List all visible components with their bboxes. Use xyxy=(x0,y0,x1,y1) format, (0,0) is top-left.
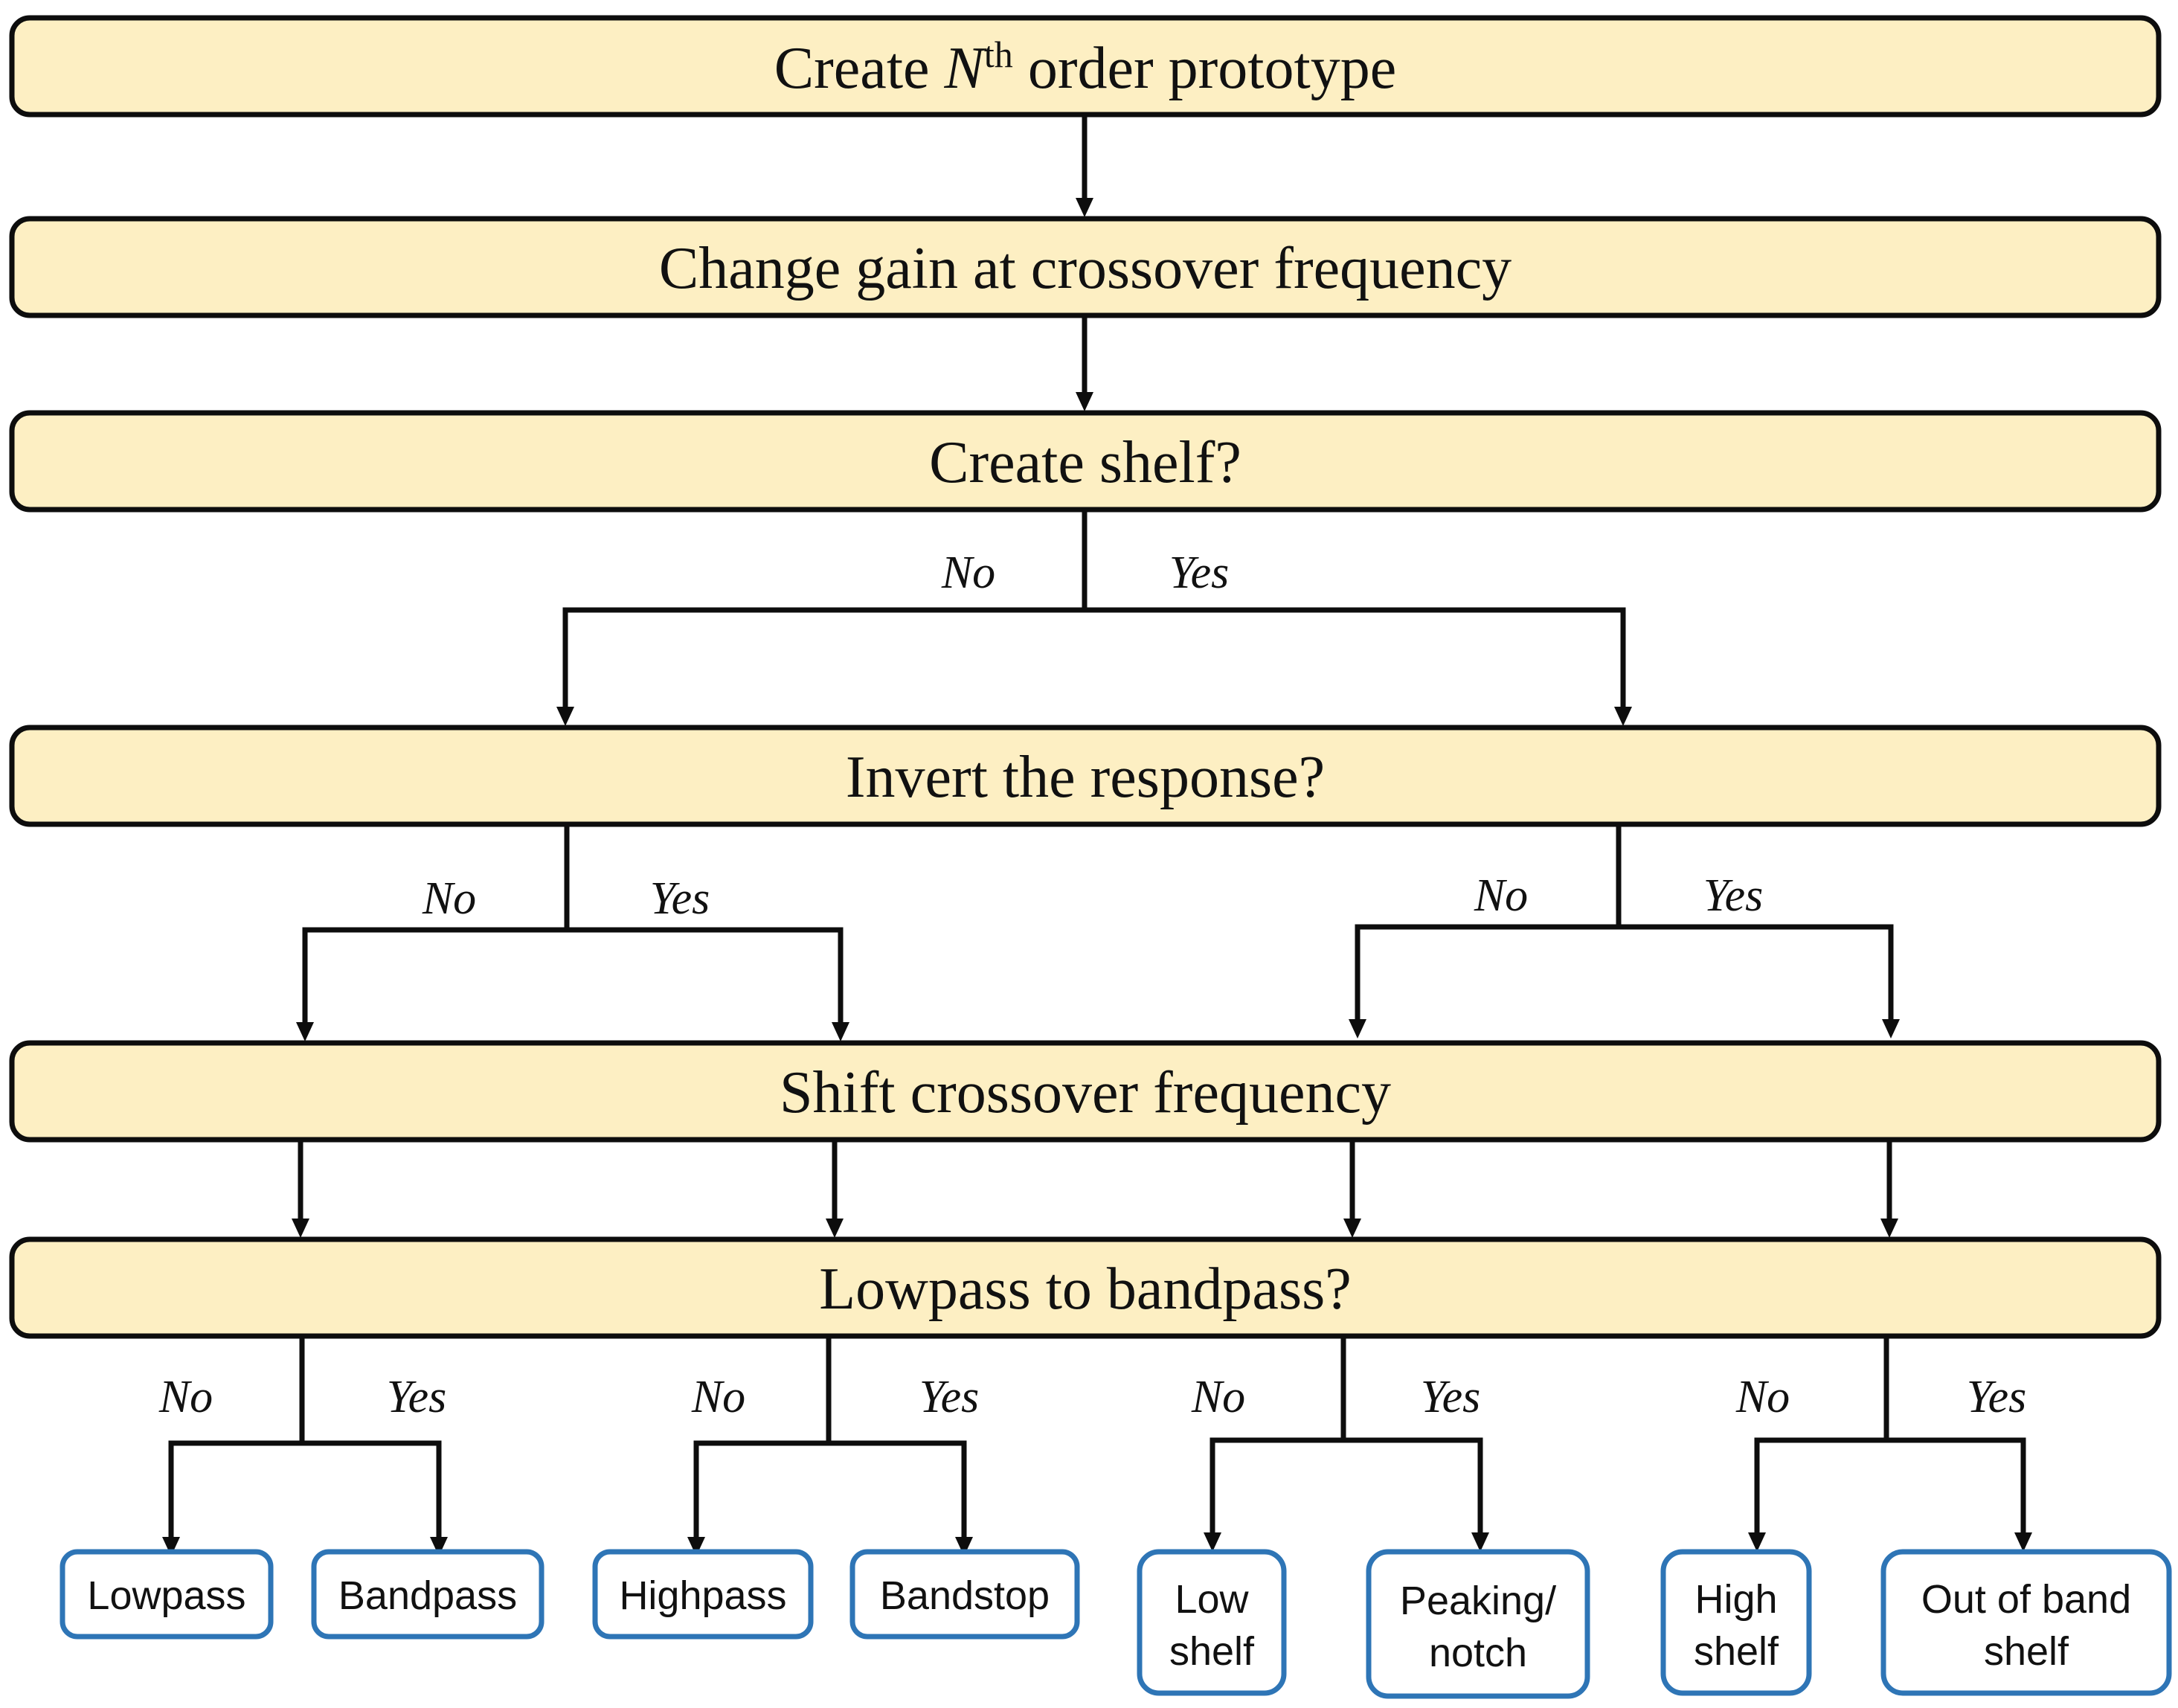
branch-label-yes: Yes xyxy=(919,1372,979,1422)
arrowhead xyxy=(430,1537,448,1556)
arrowhead xyxy=(955,1537,973,1556)
arrowhead xyxy=(1471,1532,1489,1552)
branch-label-no: No xyxy=(1474,870,1528,921)
step-create-prototype: Create Nth order prototype xyxy=(9,15,2162,118)
branch-label-no: No xyxy=(158,1372,213,1422)
output-highpass-label: Highpass xyxy=(619,1573,786,1618)
arrowhead xyxy=(1204,1532,1221,1552)
branch-label-no: No xyxy=(1735,1372,1790,1422)
branch-label-no: No xyxy=(422,873,476,924)
output-lowpass: Lowpass xyxy=(60,1549,274,1640)
output-highpass: Highpass xyxy=(592,1549,814,1640)
branch-label-no: No xyxy=(1191,1372,1245,1422)
branch-labels: No Yes No Yes No Yes No Yes No Yes No Ye… xyxy=(158,548,2026,1422)
decision-create-shelf: Create shelf? xyxy=(9,410,2162,513)
output-out-of-band-shelf-label: shelf xyxy=(1984,1629,2069,1674)
branch-label-no: No xyxy=(691,1372,745,1422)
output-peaking-notch-label: notch xyxy=(1429,1631,1527,1675)
arrowhead xyxy=(1343,1219,1361,1238)
output-low-shelf: Low shelf xyxy=(1137,1549,1287,1696)
decision-lowpass-to-bandpass-label: Lowpass to bandpass? xyxy=(819,1256,1351,1322)
branch-label-no: No xyxy=(941,548,995,598)
output-lowpass-label: Lowpass xyxy=(87,1573,245,1618)
arrowhead xyxy=(1880,1219,1898,1238)
output-high-shelf: High shelf xyxy=(1660,1549,1812,1696)
branch-label-yes: Yes xyxy=(650,873,710,924)
output-peaking-notch: Peaking/ notch xyxy=(1366,1549,1590,1699)
arrowhead xyxy=(292,1219,309,1238)
output-low-shelf-label: shelf xyxy=(1169,1629,1255,1674)
arrowhead xyxy=(1748,1532,1766,1552)
arrowhead xyxy=(687,1537,705,1556)
decision-invert-response: Invert the response? xyxy=(9,725,2162,827)
step-shift-crossover-label: Shift crossover frequency xyxy=(780,1060,1391,1126)
output-bandstop: Bandstop xyxy=(849,1549,1080,1640)
branch-label-yes: Yes xyxy=(1967,1372,2026,1422)
arrowhead xyxy=(832,1022,849,1041)
arrowhead xyxy=(296,1022,314,1041)
step-shift-crossover: Shift crossover frequency xyxy=(9,1040,2162,1143)
decision-create-shelf-label: Create shelf? xyxy=(929,430,1241,495)
arrowhead xyxy=(1882,1019,1900,1038)
arrowhead xyxy=(1076,392,1093,411)
step-create-prototype-label: Create Nth order prototype xyxy=(774,33,1396,101)
branch-label-yes: Yes xyxy=(387,1372,446,1422)
branch-label-yes: Yes xyxy=(1703,870,1763,921)
output-high-shelf-label: shelf xyxy=(1694,1629,1779,1674)
output-peaking-notch-label: Peaking/ xyxy=(1400,1579,1556,1623)
branch-label-yes: Yes xyxy=(1421,1372,1480,1422)
arrowhead xyxy=(1076,198,1093,217)
arrowhead xyxy=(162,1537,180,1556)
step-change-gain: Change gain at crossover frequency xyxy=(9,216,2162,318)
arrowhead xyxy=(556,707,574,726)
output-out-of-band-shelf-label: Out of band xyxy=(1921,1577,2131,1622)
output-high-shelf-label: High xyxy=(1694,1577,1777,1622)
output-out-of-band-shelf: Out of band shelf xyxy=(1880,1549,2172,1696)
arrowhead xyxy=(826,1219,844,1238)
arrowhead xyxy=(1614,707,1632,726)
output-bandstop-label: Bandstop xyxy=(880,1573,1050,1618)
output-bandpass-label: Bandpass xyxy=(338,1573,517,1618)
step-change-gain-label: Change gain at crossover frequency xyxy=(659,236,1512,301)
connectors xyxy=(162,115,2032,1556)
output-low-shelf-label: Low xyxy=(1175,1577,1249,1622)
arrowhead xyxy=(1349,1019,1366,1038)
arrowhead xyxy=(2014,1532,2032,1552)
decision-invert-response-label: Invert the response? xyxy=(846,745,1325,810)
decision-lowpass-to-bandpass: Lowpass to bandpass? xyxy=(9,1236,2162,1339)
output-bandpass: Bandpass xyxy=(311,1549,544,1640)
branch-label-yes: Yes xyxy=(1169,548,1229,598)
